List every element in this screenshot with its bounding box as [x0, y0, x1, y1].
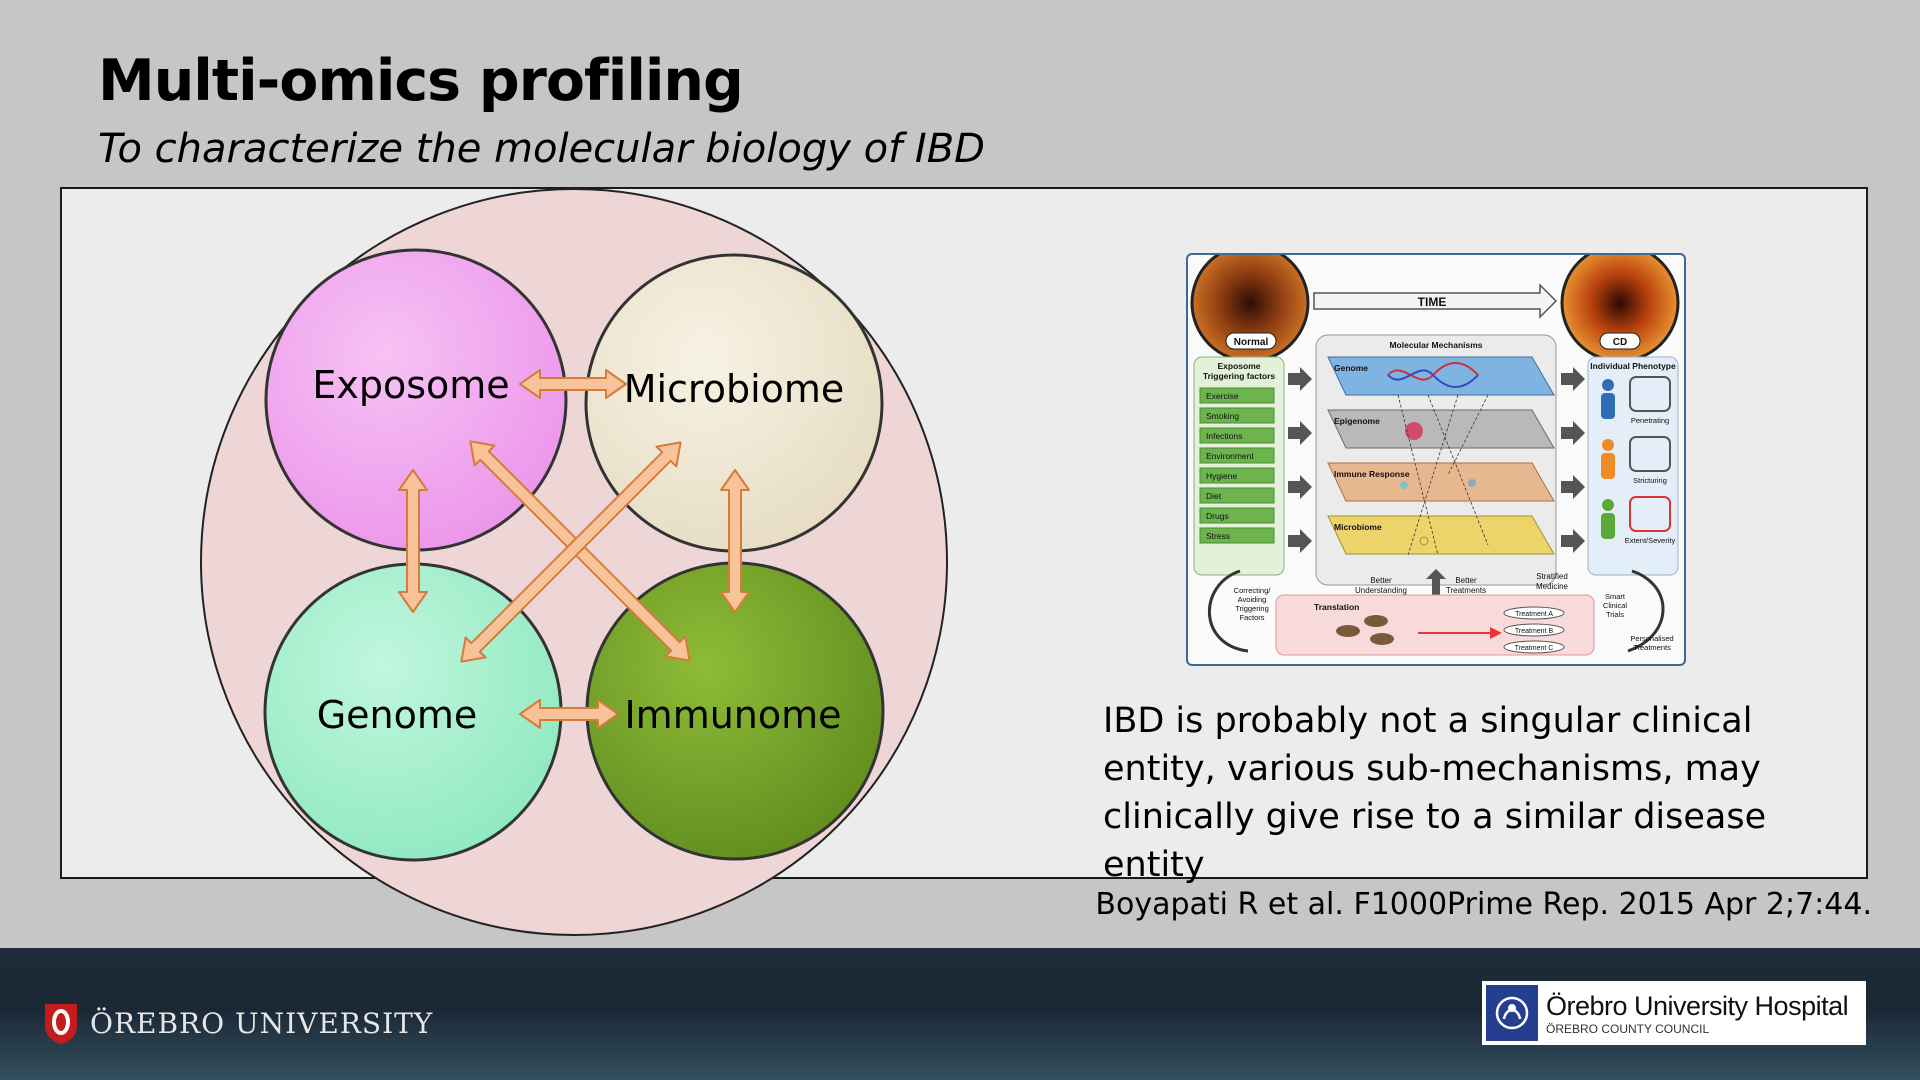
- cycle-arrow-right: [1627, 569, 1665, 653]
- personalised-text-2: Treatments: [1633, 643, 1671, 652]
- genome-label: Genome: [317, 693, 478, 737]
- normal-label: Normal: [1234, 337, 1269, 348]
- arrow-exposome-microbiome: [519, 369, 627, 399]
- treatment-list: Treatment A Treatment B Treatment C: [1503, 606, 1565, 654]
- exposome-title-line2: Triggering factors: [1203, 371, 1276, 381]
- nucleosome: [1405, 422, 1423, 440]
- stratified-medicine: Stratified: [1536, 572, 1568, 581]
- layer-label: Genome: [1334, 363, 1368, 373]
- smart-trials-text-2: Clinical: [1603, 601, 1628, 610]
- microbiome-label: Microbiome: [624, 367, 845, 411]
- correcting-text-3: Triggering: [1235, 604, 1269, 613]
- factor-list: Exercise Smoking Infections Environment …: [1199, 387, 1275, 544]
- slide-subtitle: To characterize the molecular biology of…: [98, 126, 985, 172]
- mechanisms-title: Molecular Mechanisms: [1389, 340, 1482, 350]
- genome-layer: [1327, 356, 1555, 396]
- flow-arrows: [1288, 367, 1585, 553]
- arrows: [398, 369, 750, 729]
- factor-item: Drugs: [1206, 511, 1229, 521]
- factor-item: Stress: [1206, 531, 1230, 541]
- time-label: TIME: [1418, 295, 1447, 309]
- phenotype-title: Individual Phenotype: [1590, 361, 1676, 371]
- factor-item: Infections: [1206, 431, 1242, 441]
- phenotype-label: Stricturing: [1633, 476, 1667, 485]
- factor-item: Diet: [1206, 491, 1222, 501]
- exposome-title-line: Exposome: [1218, 361, 1261, 371]
- exposome-label: Exposome: [312, 363, 509, 407]
- immunome-label: Immunome: [624, 693, 841, 737]
- omics-diagram: Exposome Microbiome Genome Immunome: [200, 188, 948, 936]
- hospital-subtitle: ÖREBRO COUNTY COUNCIL: [1546, 1022, 1710, 1036]
- microbiome-layer: [1327, 515, 1555, 555]
- stratified-medicine-2: Medicine: [1536, 582, 1569, 591]
- treatment-item: Treatment B: [1515, 628, 1554, 635]
- correcting-text: Correcting/: [1234, 586, 1272, 595]
- layer-label: Epigenome: [1334, 416, 1380, 426]
- cd-label: CD: [1613, 337, 1627, 348]
- better-treatments-2: Treatments: [1446, 586, 1486, 595]
- immune-layer: [1327, 462, 1555, 502]
- better-treatments: Better: [1455, 576, 1477, 585]
- arrow-genome-immunome: [519, 699, 619, 729]
- arrow-microbiome-immunome: [720, 469, 750, 613]
- treatment-item: Treatment C: [1515, 645, 1554, 652]
- mice-icons: [1336, 615, 1394, 645]
- university-logo: ÖREBRO UNIVERSITY: [42, 1000, 433, 1046]
- factor-item: Environment: [1206, 451, 1254, 461]
- reference-figure-svg: Normal CD TIME Exposome Triggering facto…: [1190, 255, 1680, 656]
- correcting-text-2: Avoiding: [1238, 595, 1267, 604]
- layer-label: Microbiome: [1334, 522, 1382, 532]
- smart-trials-text-3: Trials: [1606, 610, 1624, 619]
- patient-figures: [1601, 379, 1615, 539]
- hospital-emblem-icon: [1486, 985, 1538, 1041]
- hospital-logo: Örebro University Hospital ÖREBRO COUNTY…: [1482, 981, 1866, 1045]
- university-name: ÖREBRO UNIVERSITY: [90, 1006, 434, 1040]
- factor-item: Exercise: [1206, 391, 1239, 401]
- better-understanding-2: Understanding: [1355, 586, 1407, 595]
- treatment-item: Treatment A: [1515, 611, 1553, 618]
- translation-label: Translation: [1314, 602, 1359, 612]
- arrow-exposome-genome: [398, 469, 428, 613]
- personalised-text: Personalised: [1630, 634, 1673, 643]
- reference-figure: Normal CD TIME Exposome Triggering facto…: [1186, 253, 1686, 666]
- factor-item: Smoking: [1206, 411, 1239, 421]
- correcting-text-4: Factors: [1239, 613, 1264, 622]
- epigenome-layer: [1327, 409, 1555, 449]
- better-understanding: Better: [1370, 576, 1392, 585]
- smart-trials-text: Smart: [1605, 592, 1626, 601]
- slide-title: Multi-omics profiling: [98, 48, 744, 114]
- time-arrow: [1313, 283, 1558, 319]
- citation: Boyapati R et al. F1000Prime Rep. 2015 A…: [1095, 887, 1872, 922]
- colon-diagrams: [1629, 376, 1671, 532]
- cycle-arrow-left: [1207, 569, 1249, 653]
- layer-label: Immune Response: [1334, 469, 1410, 479]
- phenotype-label: Penetrating: [1631, 416, 1669, 425]
- body-text: IBD is probably not a singular clinical …: [1103, 701, 1767, 885]
- university-emblem-icon: [45, 1004, 77, 1044]
- hospital-name: Örebro University Hospital: [1546, 991, 1849, 1021]
- factor-item: Hygiene: [1206, 471, 1237, 481]
- phenotype-label: Extent/Severity: [1625, 536, 1676, 545]
- arrow-microbiome-genome: [460, 441, 682, 663]
